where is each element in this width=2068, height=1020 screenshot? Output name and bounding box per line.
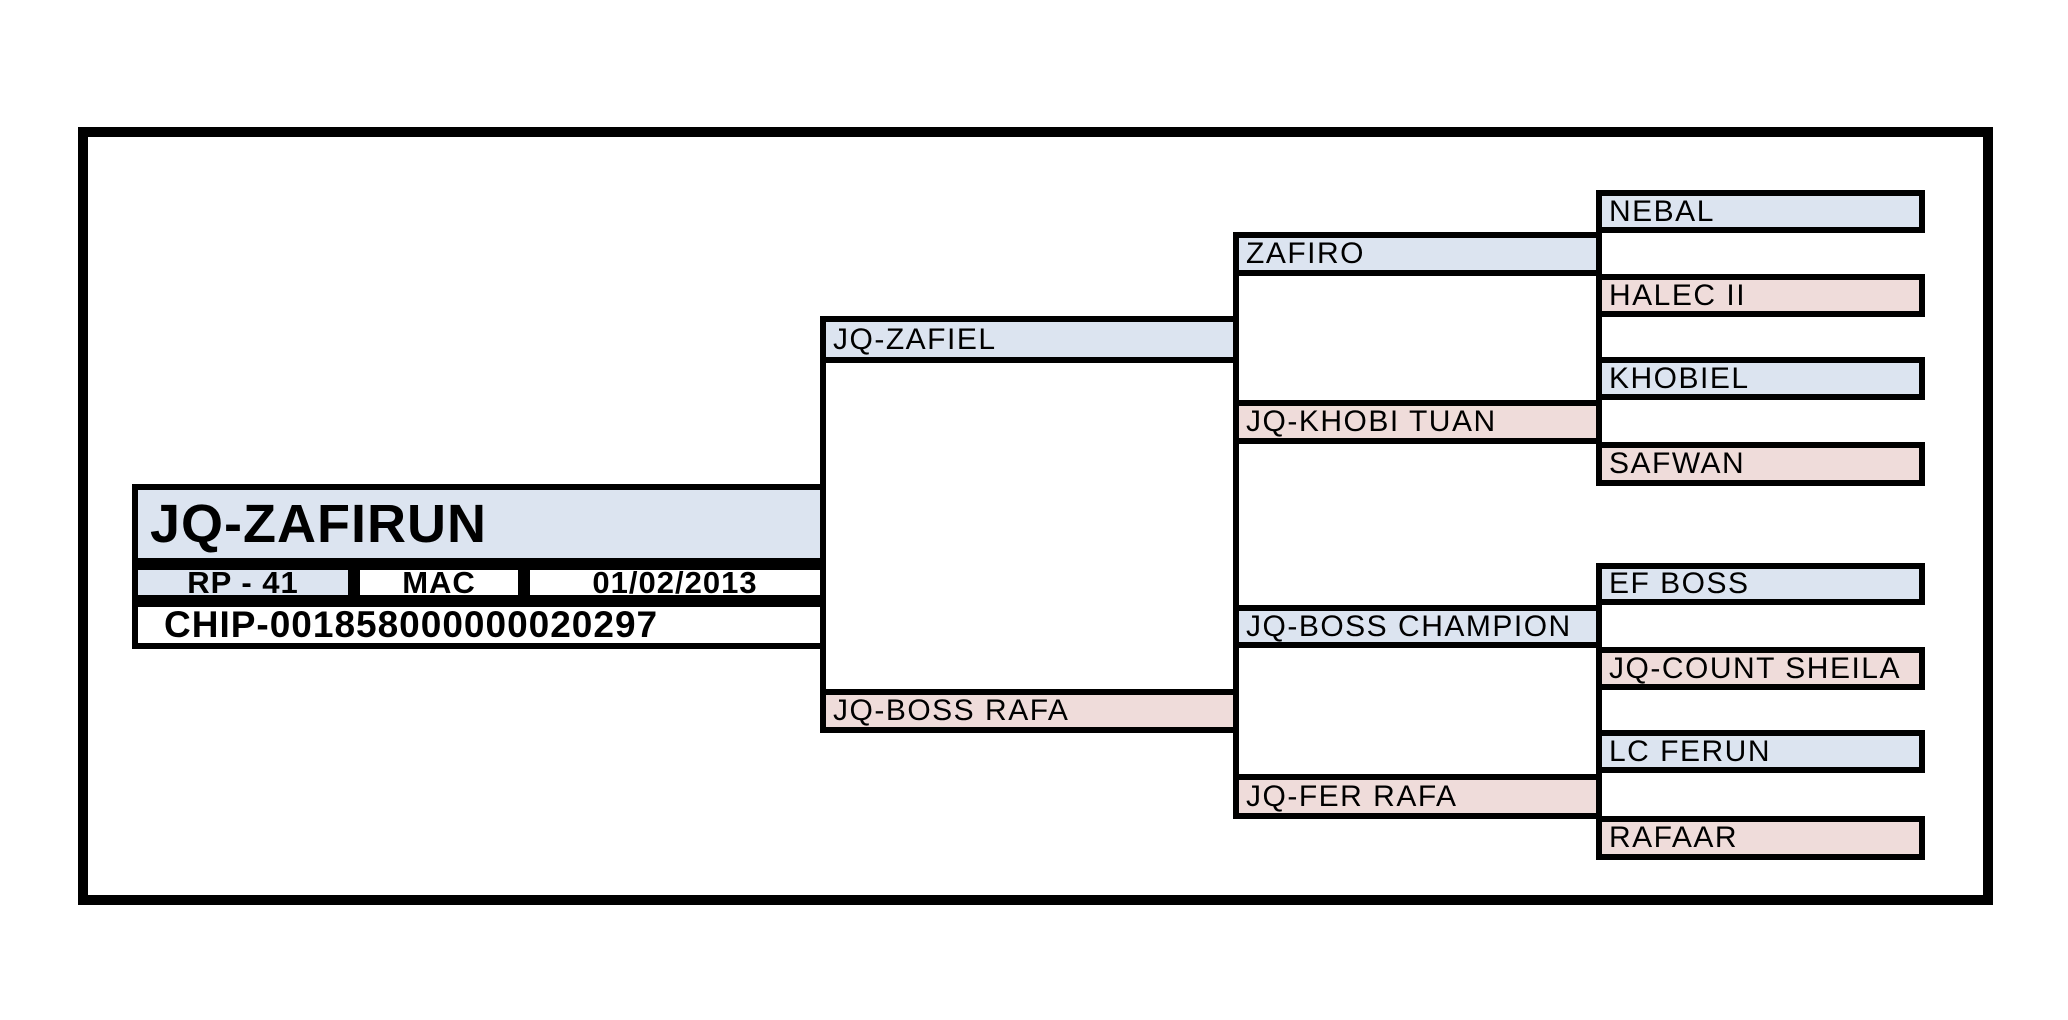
box-sire: JQ-ZAFIEL <box>820 316 1239 363</box>
dam-name: JQ-BOSS RAFA <box>833 694 1070 727</box>
box-sire-dam-sire: KHOBIEL <box>1596 357 1925 400</box>
connector-gen3-stub-2 <box>1596 398 1602 444</box>
sire-sire-name: ZAFIRO <box>1246 237 1365 270</box>
chip-cell: CHIP-001858000000020297 <box>132 601 826 649</box>
sire-sire-sire-name: NEBAL <box>1609 194 1715 228</box>
sire-sire-dam-name: HALEC II <box>1609 278 1747 312</box>
sire-name: JQ-ZAFIEL <box>833 322 997 356</box>
sire-dam-dam-name: SAFWAN <box>1609 447 1746 480</box>
dam-dam-name: JQ-FER RAFA <box>1246 779 1458 813</box>
box-dam-dam: JQ-FER RAFA <box>1233 774 1602 819</box>
box-sire-dam: JQ-KHOBI TUAN <box>1233 400 1602 444</box>
dam-sire-name: JQ-BOSS CHAMPION <box>1246 609 1572 643</box>
sire-dam-sire-name: KHOBIEL <box>1609 361 1750 395</box>
box-dam-sire-dam: JQ-COUNT SHEILA <box>1596 647 1925 690</box>
subject-name: JQ-ZAFIRUN <box>150 494 487 554</box>
code-value: MAC <box>402 564 476 600</box>
dam-sire-dam-name: JQ-COUNT SHEILA <box>1609 651 1901 685</box>
connector-gen3-stub-4 <box>1596 771 1602 818</box>
box-sire-sire: ZAFIRO <box>1233 232 1602 276</box>
dam-dam-sire-name: LC FERUN <box>1609 734 1772 768</box>
connector-gen2-bottom-bracket <box>1233 646 1602 776</box>
code-cell: MAC <box>354 564 524 601</box>
birth-date-cell: 01/02/2013 <box>524 564 826 601</box>
chip-number: CHIP-001858000000020297 <box>164 604 659 645</box>
box-sire-sire-sire: NEBAL <box>1596 190 1925 233</box>
box-dam-dam-dam: RAFAAR <box>1596 816 1925 860</box>
dam-dam-dam-name: RAFAAR <box>1609 821 1739 854</box>
box-dam-dam-sire: LC FERUN <box>1596 730 1925 773</box>
birth-date: 01/02/2013 <box>592 564 758 600</box>
dam-sire-sire-name: EF BOSS <box>1609 567 1750 600</box>
rp-number-cell: RP - 41 <box>132 564 354 601</box>
box-dam-sire: JQ-BOSS CHAMPION <box>1233 605 1602 648</box>
box-sire-sire-dam: HALEC II <box>1596 274 1925 317</box>
sire-dam-name: JQ-KHOBI TUAN <box>1246 405 1497 438</box>
box-dam: JQ-BOSS RAFA <box>820 689 1239 733</box>
connector-gen3-stub-3 <box>1596 603 1602 649</box>
box-sire-dam-dam: SAFWAN <box>1596 442 1925 486</box>
connector-gen3-stub-1 <box>1596 231 1602 276</box>
connector-gen1-bracket <box>820 361 1239 691</box>
outer-frame: JQ-ZAFIRUN RP - 41 MAC 01/02/2013 CHIP-0… <box>78 127 1993 905</box>
subject-name-box: JQ-ZAFIRUN <box>132 484 826 564</box>
box-dam-sire-sire: EF BOSS <box>1596 563 1925 605</box>
rp-number: RP - 41 <box>187 564 299 600</box>
connector-gen2-top-bracket <box>1233 274 1602 402</box>
